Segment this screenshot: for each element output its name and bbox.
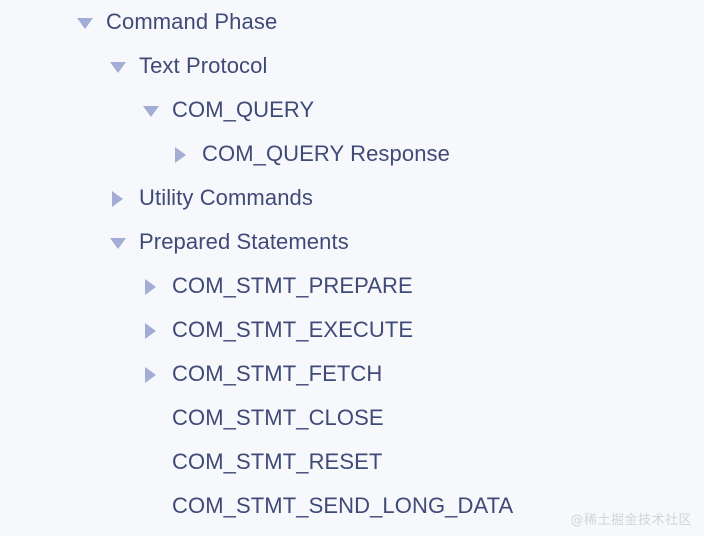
no-marker-icon [140, 451, 162, 473]
tree-item[interactable]: COM_STMT_FETCH [140, 352, 382, 396]
triangle-right-icon[interactable] [140, 363, 162, 385]
tree-item-label: COM_STMT_CLOSE [172, 405, 384, 430]
tree-item-label: Utility Commands [139, 185, 313, 210]
tree-item[interactable]: COM_STMT_CLOSE [140, 396, 384, 440]
tree-item-label: COM_STMT_FETCH [172, 361, 383, 386]
triangle-right-icon[interactable] [140, 319, 162, 341]
tree-item[interactable]: COM_STMT_EXECUTE [140, 308, 413, 352]
no-marker-icon [140, 495, 162, 517]
tree-item[interactable]: COM_STMT_PREPARE [140, 264, 413, 308]
no-marker-icon [140, 407, 162, 429]
tree-item[interactable]: COM_QUERY Response [170, 132, 450, 176]
tree-item[interactable]: Command Phase [74, 0, 277, 44]
triangle-down-icon[interactable] [74, 11, 96, 33]
tree-item-label: COM_STMT_PREPARE [172, 273, 413, 298]
tree-item-label: COM_QUERY [172, 97, 315, 122]
tree-item-label: COM_STMT_EXECUTE [172, 317, 414, 342]
tree-item[interactable]: Prepared Statements [107, 220, 349, 264]
tree-item-label: COM_QUERY Response [202, 141, 450, 166]
triangle-right-icon[interactable] [107, 187, 129, 209]
triangle-right-icon[interactable] [170, 143, 192, 165]
triangle-down-icon[interactable] [140, 99, 162, 121]
tree-item-label: Text Protocol [139, 53, 268, 78]
tree-item-label: COM_STMT_RESET [172, 449, 383, 474]
tree-item[interactable]: COM_STMT_SEND_LONG_DATA [140, 484, 513, 528]
tree-item-label: Prepared Statements [139, 229, 349, 254]
watermark: @稀土掘金技术社区 [570, 513, 692, 528]
tree-item[interactable]: COM_QUERY [140, 88, 314, 132]
tree-item[interactable]: Utility Commands [107, 176, 313, 220]
triangle-right-icon[interactable] [140, 275, 162, 297]
triangle-down-icon[interactable] [107, 231, 129, 253]
tree-item-label: Command Phase [106, 9, 278, 34]
tree-item[interactable]: Text Protocol [107, 44, 267, 88]
tree-item-label: COM_STMT_SEND_LONG_DATA [172, 493, 514, 518]
tree-item[interactable]: COM_STMT_RESET [140, 440, 382, 484]
triangle-down-icon[interactable] [107, 55, 129, 77]
